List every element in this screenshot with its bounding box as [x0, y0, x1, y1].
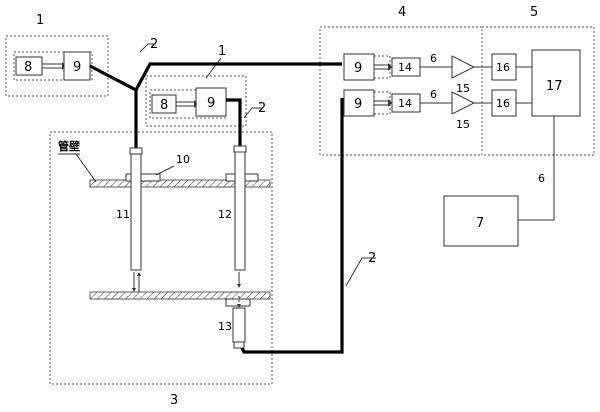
probe-11-arrow-down-head [132, 288, 136, 292]
cable-label-2-bottom-leader [345, 257, 376, 287]
region-label-1-center: 1 [218, 44, 226, 59]
left-source-module: 8 9 [13, 51, 93, 81]
amplifier-15-lower [451, 91, 476, 115]
probe-13: 13 [218, 307, 246, 349]
light-source-8-left [15, 56, 43, 76]
module-1-center-region [145, 75, 247, 127]
pipe-wall-upper [89, 179, 271, 188]
region-label-5: 5 [530, 5, 538, 20]
probe-12-arrow-down-head [237, 284, 241, 288]
probe-12-body [234, 151, 246, 271]
region-label-3: 3 [170, 393, 178, 408]
cable-label-2-mid-leader [243, 107, 262, 119]
coupler-9-upper-dash [373, 55, 391, 79]
computer-7 [443, 195, 519, 247]
cable-label-2-left-leader [139, 43, 156, 53]
adc-16-upper-label: 16 [496, 61, 510, 74]
detection-channel-upper: 9 14 6 15 [343, 52, 476, 95]
signal-line-6-vertical-label: 6 [538, 172, 545, 185]
probe-11-cap [129, 147, 143, 155]
processor-17 [531, 49, 581, 117]
amplifier-15-lower-label: 15 [456, 118, 470, 131]
lower-arrow-head [388, 99, 392, 107]
region-5-processing-unit [481, 26, 595, 156]
coupler-9-center-label: 9 [207, 96, 215, 111]
fiber-cable-bottom [240, 98, 344, 354]
probe-13-label: 13 [218, 320, 232, 333]
light-source-8-center [151, 94, 177, 114]
upper-arrow-head [388, 63, 392, 71]
probe-13-cap [233, 341, 245, 349]
signal-line-6-upper-label: 6 [430, 52, 437, 65]
flange-10-leader [155, 165, 175, 176]
region-label-4: 4 [398, 5, 406, 20]
pipe-wall-label: 管壁 [58, 139, 80, 153]
probe-12-arrow-dotted-head [237, 304, 241, 308]
leader-line-1-center [205, 57, 222, 79]
coupler-9-center [195, 87, 227, 117]
adc-16-lower-label: 16 [496, 97, 510, 110]
module-1-left-region [5, 35, 109, 97]
cable-label-2-mid: 2 [258, 101, 266, 116]
pipe-wall-leader [75, 153, 97, 183]
center-source-module: 8 9 [149, 87, 227, 119]
amplifier-15-upper-label: 15 [456, 82, 470, 95]
light-source-8-center-label: 8 [160, 98, 168, 113]
detection-channel-lower: 9 14 6 15 [343, 88, 476, 131]
coupler-9-left [63, 51, 91, 81]
coupler-9-left-label: 9 [73, 60, 81, 75]
signal-line-6-lower-label: 6 [430, 88, 437, 101]
region-3-pipe-section [49, 131, 273, 385]
computer-7-label: 7 [476, 216, 484, 231]
fiber-cable-top [89, 62, 342, 93]
processor-17-label: 17 [546, 79, 563, 94]
probe-11-body [130, 153, 142, 271]
region-label-1-left: 1 [36, 13, 44, 28]
adc-16-lower [491, 89, 517, 117]
probe-12: 12 [218, 145, 247, 308]
probe-12-label: 12 [218, 208, 232, 221]
detector-14-upper-label: 14 [398, 61, 412, 74]
coupler-9-lower-dash [373, 91, 391, 115]
fiber-cable-to-probe-12 [226, 98, 242, 148]
probe-11-label: 11 [116, 208, 130, 221]
probe-11-arrow-up-head [137, 272, 141, 276]
signal-line-6-to-computer [518, 116, 555, 221]
probe-11: 11 [116, 147, 143, 292]
adc-16-upper [491, 53, 517, 81]
amplifier-15-upper [451, 55, 476, 79]
detector-14-lower-label: 14 [398, 97, 412, 110]
coupler-9-lower-label: 9 [354, 97, 362, 112]
probe-13-body [232, 307, 246, 343]
probe-12-cap [233, 145, 247, 153]
light-source-8-left-label: 8 [24, 60, 32, 75]
coupler-9-upper-label: 9 [354, 61, 362, 76]
pipe-wall-lower [89, 291, 271, 300]
flange-10-left [125, 173, 161, 182]
flange-10-label: 10 [176, 153, 190, 166]
coupler-9-lower [343, 89, 375, 117]
